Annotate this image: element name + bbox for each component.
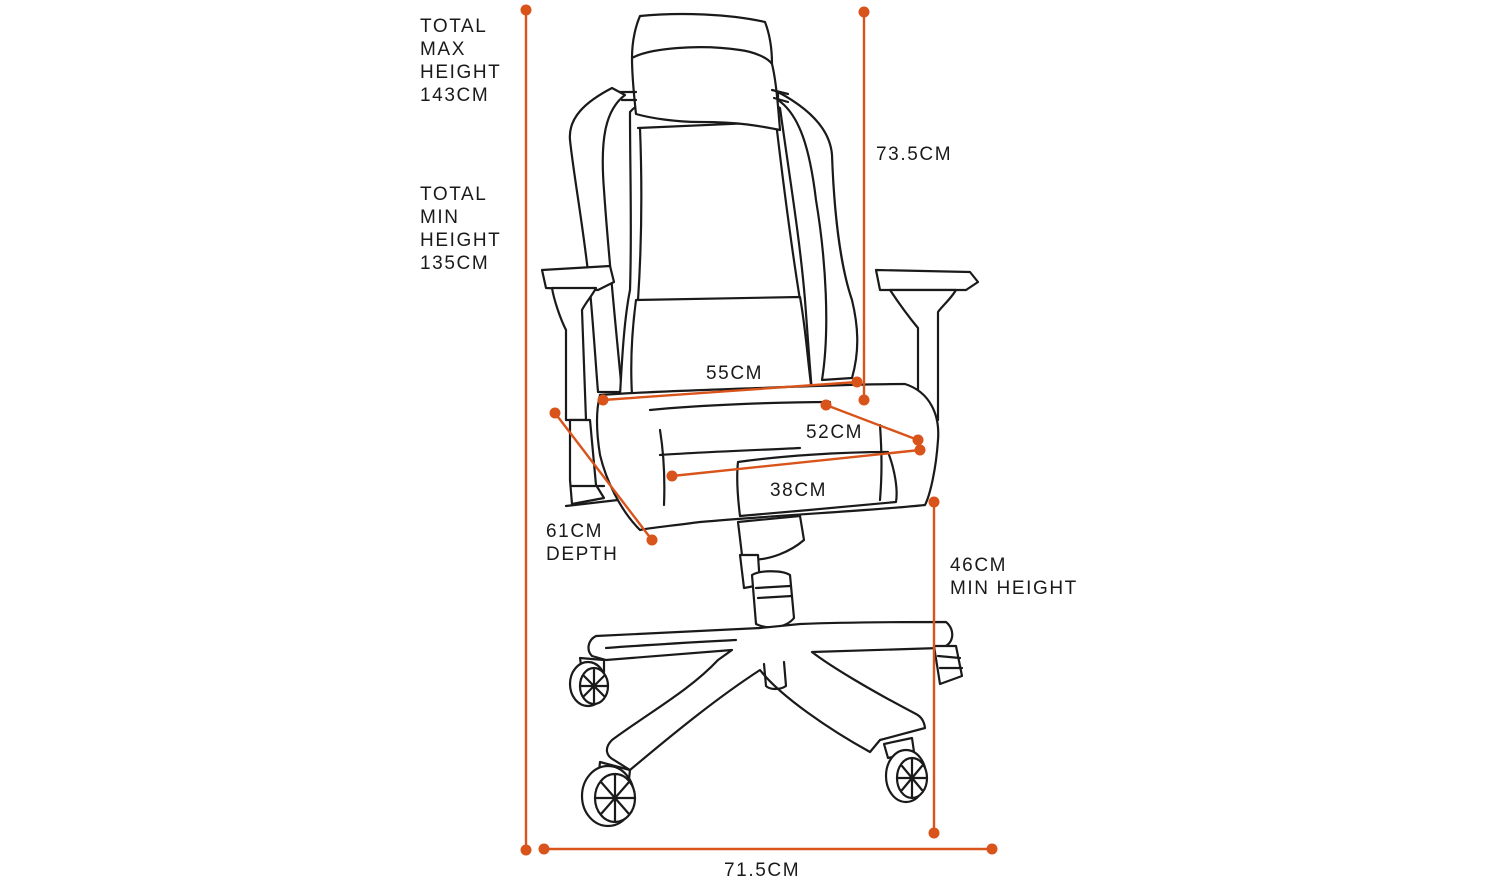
seat-depth-line-end-dot xyxy=(912,434,924,446)
backrest-right-wing xyxy=(776,90,859,382)
base-star xyxy=(587,620,954,772)
base-hub xyxy=(762,660,788,691)
seat-front-width-line-end-dot xyxy=(914,444,926,456)
total-height-line-start-dot xyxy=(520,4,532,16)
seat-front-width-line xyxy=(670,448,922,478)
depth-line xyxy=(553,411,654,542)
base-width-line-start-dot xyxy=(538,843,550,855)
headrest-top xyxy=(630,12,774,66)
backrest-left-wing xyxy=(568,86,627,394)
armrest-left-base xyxy=(568,418,606,506)
gas-lift-lines xyxy=(754,584,794,600)
headrest-strap-left xyxy=(618,90,638,102)
backrest-height-line-start-dot xyxy=(858,6,870,18)
caster-front-right xyxy=(882,736,929,804)
backrest-height-line-end-dot xyxy=(858,394,870,406)
depth-line-end-dot xyxy=(646,534,658,546)
headrest-pillow xyxy=(630,46,782,132)
seat-mechanism xyxy=(736,514,806,562)
backrest-height-label: 73.5CM xyxy=(876,144,952,165)
base-width-line-end-dot xyxy=(986,843,998,855)
seat-front-width-label: 38CM xyxy=(770,480,827,501)
total-min-height-label: TOTAL MIN HEIGHT 135CM xyxy=(420,184,508,274)
dimension-labels: TOTAL MAX HEIGHT 143CM TOTAL MIN HEIGHT … xyxy=(420,16,1078,880)
base-width-label: 71.5CM xyxy=(724,860,800,880)
seat-width-label: 55CM xyxy=(706,363,763,384)
seat-center-panel xyxy=(648,400,883,507)
total-height-line-end-dot xyxy=(520,844,532,856)
chair-illustration xyxy=(540,12,980,828)
headrest-strap-right xyxy=(770,88,790,104)
seat-depth-label: 52CM xyxy=(806,422,863,443)
seat-front-width-line-start-dot xyxy=(666,470,678,482)
caster-back-right xyxy=(932,644,964,686)
gas-lift-cylinder xyxy=(750,570,796,629)
dimension-lines xyxy=(520,4,998,856)
base-arm-highlight xyxy=(604,638,738,650)
seat-depth-line xyxy=(824,403,920,442)
armrest-left-pad xyxy=(540,264,616,292)
seat-width-line xyxy=(601,380,859,402)
caster-back-left xyxy=(568,656,610,708)
seat-width-line-start-dot xyxy=(597,394,609,406)
seat-depth-line-start-dot xyxy=(820,399,832,411)
total-max-height-label: TOTAL MAX HEIGHT 143CM xyxy=(420,16,508,106)
min-height-label: 46CM MIN HEIGHT xyxy=(950,555,1078,599)
armrest-left-post xyxy=(550,286,598,422)
min-height-line-end-dot xyxy=(928,827,940,839)
depth-line-start-dot xyxy=(549,407,561,419)
seat-width-line-end-dot xyxy=(851,376,863,388)
caster-front-left xyxy=(580,760,637,828)
min-height-line-start-dot xyxy=(928,496,940,508)
seat-front-bolster xyxy=(736,450,898,518)
armrest-right-pad xyxy=(874,268,980,292)
seat-cushion xyxy=(595,382,940,532)
depth-label: 61CM DEPTH xyxy=(546,521,618,565)
